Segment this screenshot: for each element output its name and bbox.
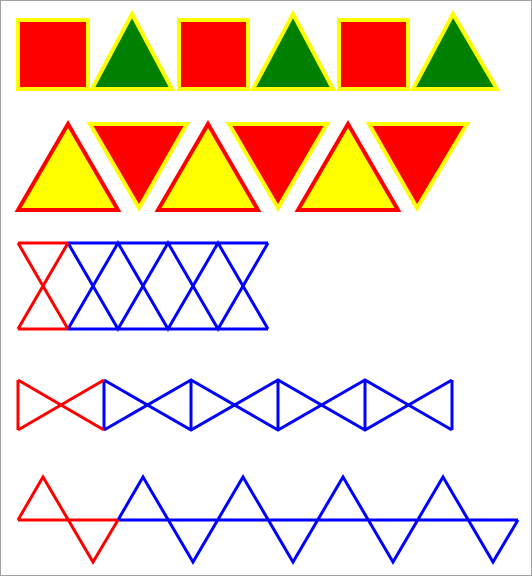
red-square [337,18,410,91]
red-bowtie [16,378,105,432]
red-triangle-down [86,122,191,212]
yellow-triangle-up [294,120,402,212]
green-triangle-up [88,9,176,91]
red-triangle-down [225,122,331,212]
blue-zigzag [116,474,520,565]
row-alternating-triangles [14,120,471,212]
yellow-triangle-up [154,120,262,212]
red-triangle-down [365,122,471,212]
green-triangle-up [249,9,337,91]
row-squares-and-green-triangles [16,9,501,91]
yellow-triangle-up [14,120,122,212]
blue-bowtie-group [102,378,454,432]
red-square [16,18,90,91]
blue-hourglass-group [66,240,270,332]
row-hourglass-lattice [16,240,270,332]
red-hourglass [16,241,70,331]
red-zigzag [16,474,120,565]
row-bowtie-chain [16,378,454,432]
red-square [177,18,250,91]
green-triangle-up [409,9,501,91]
row-zigzag-band [16,474,520,565]
